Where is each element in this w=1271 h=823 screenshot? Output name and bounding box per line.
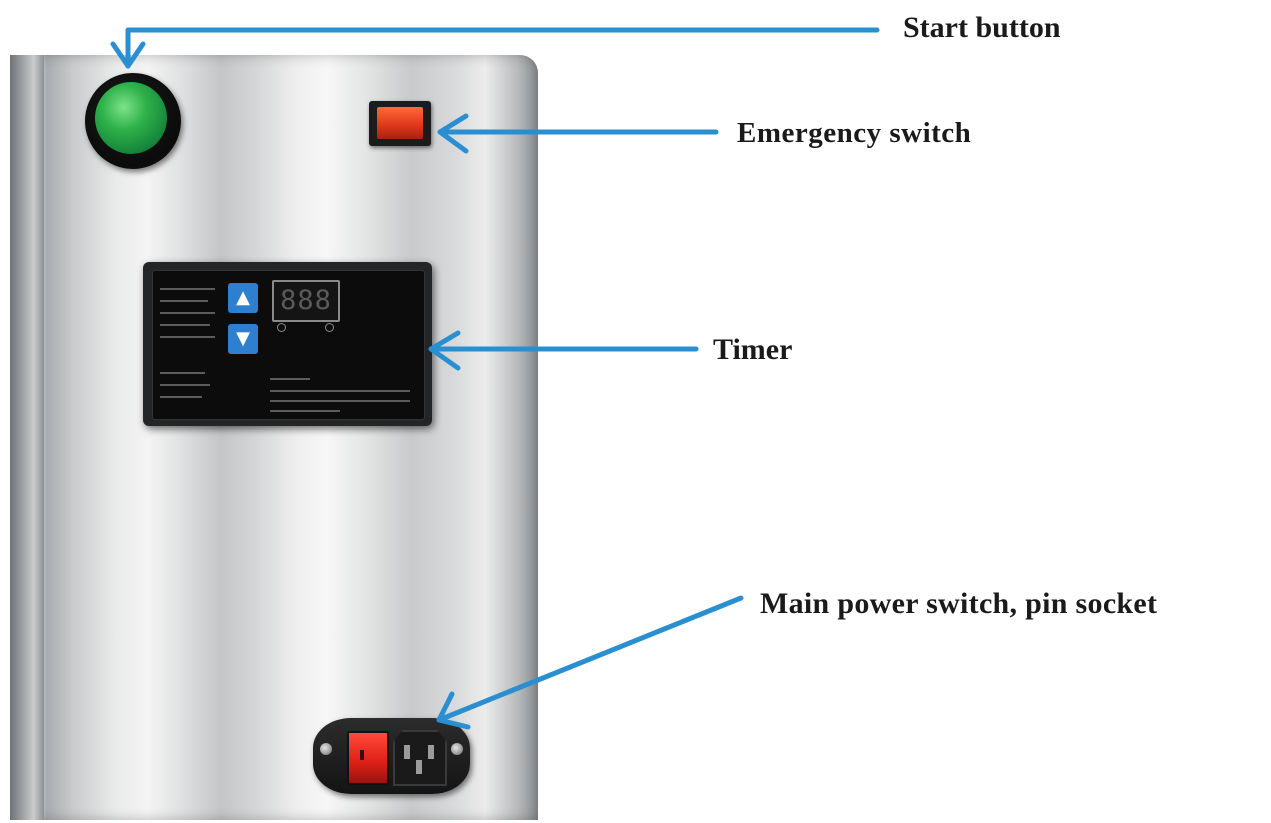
timer-print-line — [160, 300, 208, 302]
power-switch-mark — [360, 750, 364, 760]
timer-print-line — [270, 378, 310, 380]
timer-label: Timer — [713, 333, 793, 366]
start-button-label: Start button — [903, 11, 1061, 44]
timer-print-line — [270, 390, 410, 392]
emergency-arrow-head-icon — [437, 113, 469, 154]
main-power-switch[interactable] — [347, 731, 389, 785]
socket-pin — [428, 745, 434, 759]
timer-print-line — [160, 372, 205, 374]
start-arrow-line — [125, 27, 880, 69]
timer-indicator-led — [325, 323, 334, 332]
timer-print-line — [160, 324, 210, 326]
socket-pin — [416, 760, 422, 774]
timer-print-line — [160, 384, 210, 386]
timer-print-line — [160, 396, 202, 398]
start-arrow-head-icon — [110, 41, 146, 69]
screw-icon — [320, 743, 332, 755]
power-arrow-head-icon — [436, 691, 471, 730]
timer-arrow-head-icon — [428, 330, 461, 371]
timer-print-line — [160, 336, 215, 338]
power-arrow-line — [436, 595, 744, 723]
pin-socket[interactable] — [393, 730, 447, 786]
timer-print-line — [270, 410, 340, 412]
screw-icon — [451, 743, 463, 755]
timer-panel — [152, 270, 425, 420]
timer-down-key[interactable]: ▼ — [228, 324, 258, 354]
cabinet-left-edge — [10, 55, 44, 820]
timer-print-line — [270, 400, 410, 402]
socket-pin — [404, 745, 410, 759]
emergency-switch-label: Emergency switch — [737, 117, 972, 149]
emergency-switch[interactable] — [377, 107, 423, 139]
timer-print-line — [160, 312, 215, 314]
timer-print-line — [160, 288, 215, 290]
timer-up-key[interactable]: ▲ — [228, 283, 258, 313]
main-power-switch-label: Main power switch, pin socket — [760, 587, 1158, 620]
timer-indicator-led — [277, 323, 286, 332]
start-button[interactable] — [95, 82, 167, 154]
timer-display: 888 — [272, 280, 340, 322]
